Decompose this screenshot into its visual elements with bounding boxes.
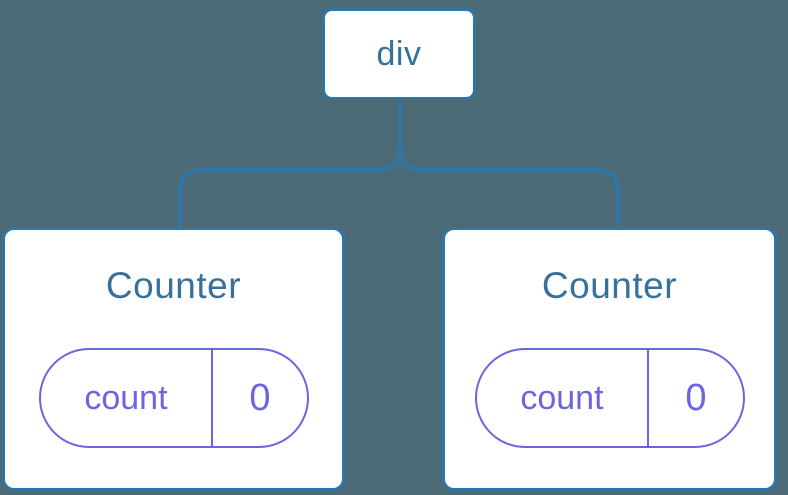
- counter-card-right: Counter count 0: [442, 227, 777, 491]
- state-name-cell: count: [477, 350, 650, 447]
- state-pill: count 0: [38, 348, 309, 449]
- counter-card-left: Counter count 0: [2, 227, 345, 491]
- component-name-label: Counter: [105, 265, 242, 306]
- state-value-cell: 0: [649, 350, 742, 446]
- connector-left-branch: [178, 100, 402, 227]
- connector-right-branch: [398, 100, 620, 227]
- state-value-cell: 0: [213, 350, 306, 446]
- root-node-label: div: [376, 34, 422, 73]
- state-value: 0: [685, 376, 707, 419]
- state-name-label: count: [84, 378, 168, 417]
- tree-node-root: div: [322, 8, 476, 100]
- state-value: 0: [249, 376, 271, 419]
- state-name-cell: count: [41, 350, 214, 447]
- state-name-label: count: [520, 378, 604, 417]
- component-name-label: Counter: [541, 265, 678, 306]
- state-pill: count 0: [474, 348, 745, 449]
